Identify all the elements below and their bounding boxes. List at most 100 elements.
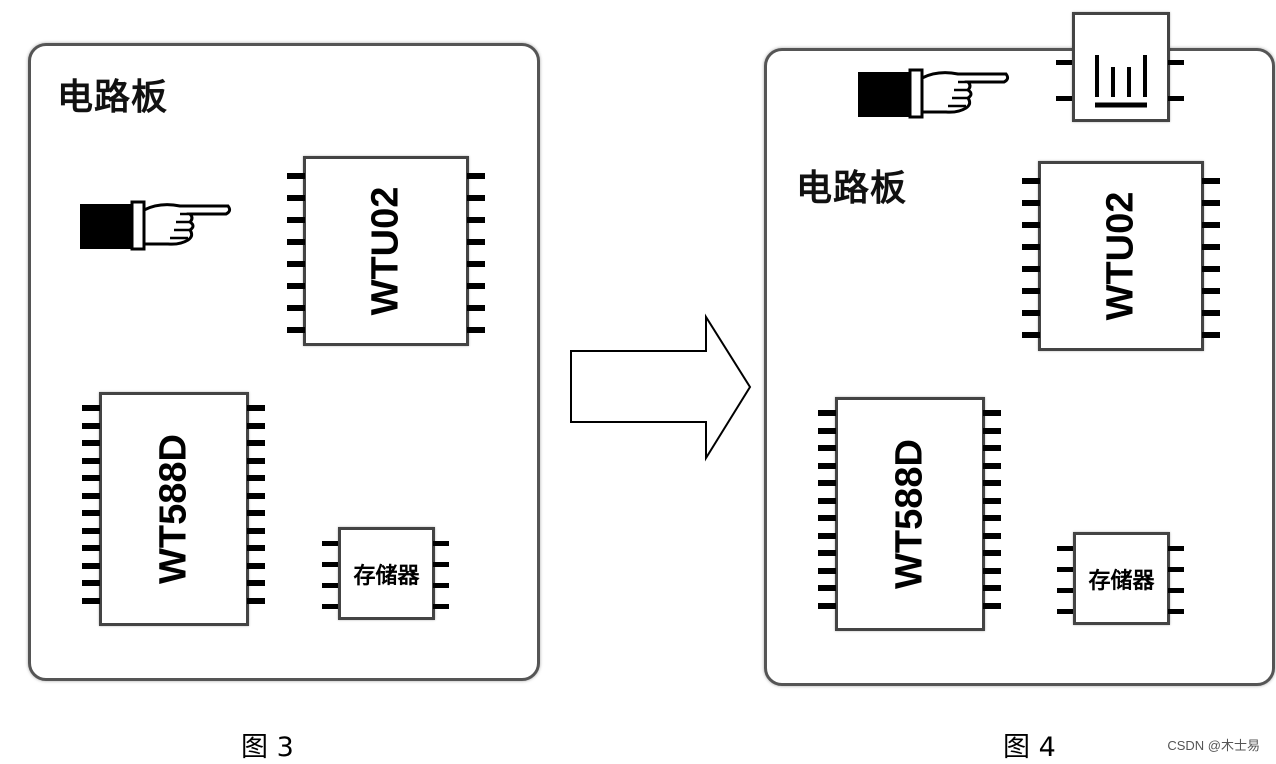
chip-pin bbox=[1168, 546, 1184, 551]
chip-pin bbox=[287, 195, 305, 201]
chip-pin bbox=[1022, 178, 1040, 184]
chip-pin bbox=[818, 462, 836, 469]
chip-pin bbox=[82, 545, 100, 551]
board-label: 电路板 bbox=[57, 76, 169, 118]
figure-caption-right: 图 4 bbox=[1003, 732, 1056, 763]
chip-pin bbox=[287, 217, 305, 223]
chip-pin bbox=[983, 410, 1001, 416]
chip-pin bbox=[1022, 288, 1040, 294]
chip-pin bbox=[983, 532, 1001, 539]
chip-pin bbox=[82, 405, 100, 411]
chip-pin bbox=[1168, 96, 1184, 101]
chip-pin bbox=[247, 475, 265, 481]
chip-pin bbox=[287, 239, 305, 245]
chip-pin bbox=[1022, 332, 1040, 338]
chip-pin bbox=[467, 283, 485, 289]
chip-pin bbox=[818, 532, 836, 539]
chip-storage-label: 存储器 bbox=[1088, 567, 1155, 594]
chip-pin bbox=[82, 492, 100, 499]
chip-pin bbox=[247, 597, 265, 604]
chip-pin bbox=[1057, 567, 1073, 572]
chip-pin bbox=[818, 410, 836, 416]
chip-pin bbox=[82, 475, 100, 481]
chip-pin bbox=[1057, 546, 1073, 551]
chip-pin bbox=[1168, 609, 1184, 614]
chip-pin bbox=[1202, 332, 1220, 338]
chip-pin bbox=[1202, 178, 1220, 184]
chip-pin bbox=[247, 562, 265, 569]
chip-pin bbox=[983, 567, 1001, 574]
chip-pin bbox=[818, 567, 836, 574]
chip-pin bbox=[247, 405, 265, 411]
chip-pin bbox=[1022, 310, 1040, 316]
chip-pin bbox=[1202, 288, 1220, 294]
chip-pin bbox=[1202, 266, 1220, 272]
chip-pin bbox=[287, 173, 305, 179]
chip-pin bbox=[322, 541, 338, 546]
chip-pin bbox=[247, 510, 265, 516]
chip-pin bbox=[433, 541, 449, 546]
chip-pin bbox=[82, 457, 100, 464]
chip-pin bbox=[322, 604, 338, 609]
chip-pin bbox=[818, 445, 836, 451]
chip-wt588d-label: WT588D bbox=[152, 434, 195, 584]
pointing-hand-icon bbox=[80, 200, 232, 251]
chip-pin bbox=[82, 580, 100, 586]
chip-pin bbox=[818, 480, 836, 486]
chip-pin bbox=[433, 562, 449, 567]
chip-storage-label: 存储器 bbox=[353, 562, 420, 589]
chip-pin bbox=[818, 515, 836, 521]
chip-pin bbox=[467, 305, 485, 311]
chip-pin bbox=[82, 510, 100, 516]
chip-pin bbox=[287, 283, 305, 289]
chip-pin bbox=[1168, 60, 1184, 65]
board-label: 电路板 bbox=[796, 167, 908, 209]
chip-pin bbox=[247, 440, 265, 446]
chip-pin bbox=[983, 480, 1001, 486]
chip-pin bbox=[818, 427, 836, 434]
chip-pin bbox=[983, 462, 1001, 469]
chip-pin bbox=[1202, 244, 1220, 250]
chip-pin bbox=[247, 527, 265, 534]
chip-pin bbox=[1202, 200, 1220, 206]
transition-arrow-icon bbox=[570, 313, 752, 462]
chip-pin bbox=[287, 305, 305, 311]
chip-pin bbox=[82, 422, 100, 429]
chip-pin bbox=[1022, 266, 1040, 272]
watermark: CSDN @木士易 bbox=[1167, 738, 1260, 753]
chip-pin bbox=[818, 585, 836, 591]
chip-pin bbox=[82, 527, 100, 534]
chip-pin bbox=[467, 327, 485, 333]
chip-pin bbox=[247, 492, 265, 499]
chip-wt588d-label: WT588D bbox=[888, 439, 931, 589]
chip-pin bbox=[1168, 567, 1184, 572]
chip-pin bbox=[1056, 60, 1072, 65]
chip-pin bbox=[467, 217, 485, 223]
chip-pin bbox=[1202, 222, 1220, 228]
chip-pin bbox=[247, 580, 265, 586]
chip-pin bbox=[433, 604, 449, 609]
chip-pin bbox=[433, 583, 449, 588]
chip-wtu02-label: WTU02 bbox=[364, 186, 407, 316]
chip-pin bbox=[983, 445, 1001, 451]
chip-pin bbox=[467, 195, 485, 201]
chip-pin bbox=[287, 327, 305, 333]
chip-pin bbox=[322, 562, 338, 567]
chip-pin bbox=[1057, 588, 1073, 593]
chip-pin bbox=[818, 550, 836, 556]
chip-pin bbox=[1168, 588, 1184, 593]
chip-pin bbox=[983, 497, 1001, 504]
chip-pin bbox=[247, 422, 265, 429]
chip-pin bbox=[82, 562, 100, 569]
chip-pin bbox=[287, 261, 305, 267]
chip-pin bbox=[82, 597, 100, 604]
chip-pin bbox=[983, 585, 1001, 591]
chip-pin bbox=[1022, 222, 1040, 228]
chip-pin bbox=[983, 550, 1001, 556]
chip-pin bbox=[1202, 310, 1220, 316]
chip-pin bbox=[247, 457, 265, 464]
chip-pin bbox=[818, 602, 836, 609]
chip-pin bbox=[1022, 244, 1040, 250]
chip-pin bbox=[322, 583, 338, 588]
chip-pin bbox=[983, 515, 1001, 521]
